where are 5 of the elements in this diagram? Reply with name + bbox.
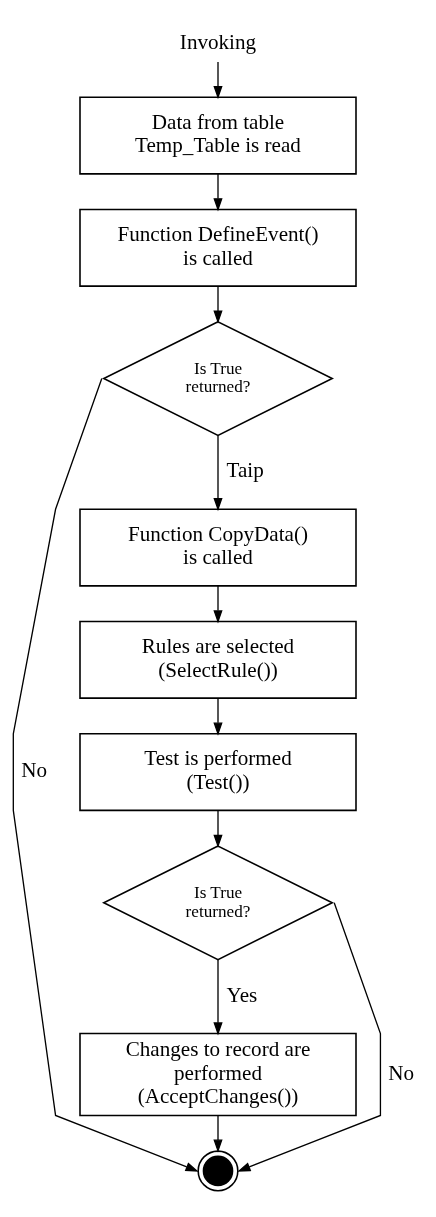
node-text: Invoking <box>179 29 257 54</box>
edge-label: No <box>21 757 48 782</box>
edge-label: No <box>388 1060 415 1085</box>
edge-label: Taip <box>226 457 264 482</box>
edge-label: Yes <box>226 982 258 1007</box>
